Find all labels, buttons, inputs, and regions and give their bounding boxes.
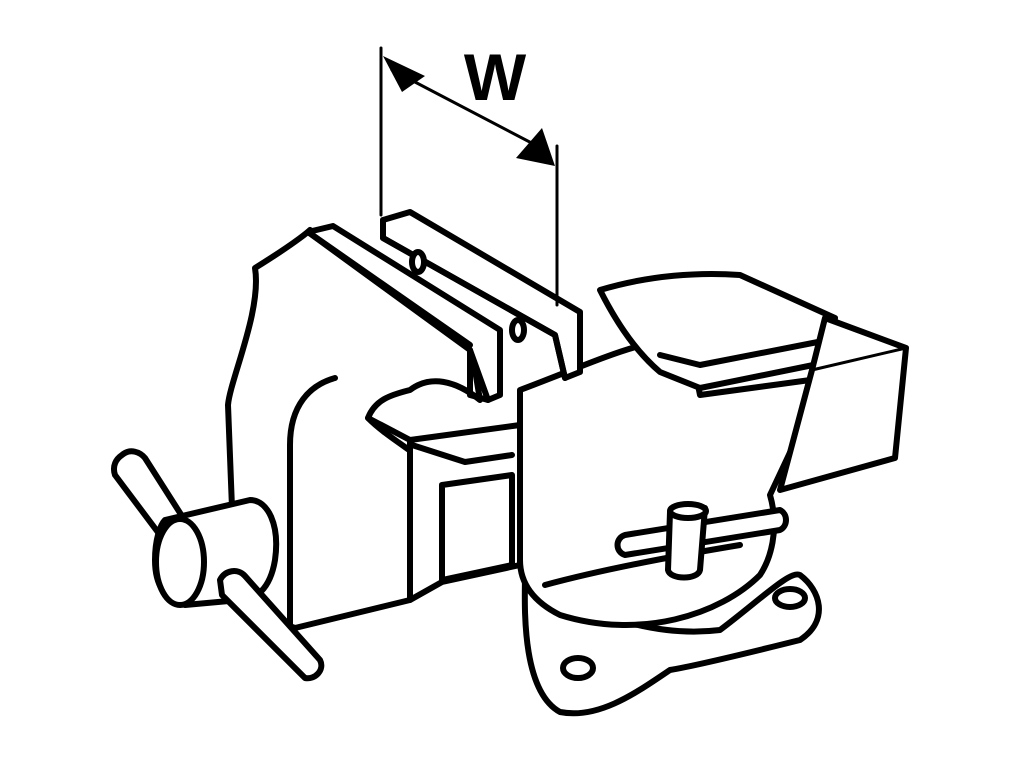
base-bolt-hole-right (772, 586, 808, 610)
front-jaw-plate (305, 223, 503, 403)
dimension-arrowhead-right (516, 128, 555, 166)
dimension-label: W (464, 40, 527, 114)
base-bolt-hole-front (560, 655, 596, 681)
sliding-jaw (225, 227, 483, 631)
rear-jaw-plate (380, 209, 583, 381)
swivel-lock-handle (614, 501, 789, 581)
jaw-screw-hole-right (509, 317, 527, 343)
width-dimension: W (379, 40, 559, 307)
main-screw-handle (110, 448, 325, 682)
dimension-arrowhead-left (383, 56, 425, 92)
rear-jaw-block (777, 315, 909, 493)
slide-channel (407, 422, 523, 603)
dimension-line (390, 68, 547, 152)
jaw-screw-hole-left (409, 249, 427, 275)
t-bar-lower (217, 568, 325, 682)
